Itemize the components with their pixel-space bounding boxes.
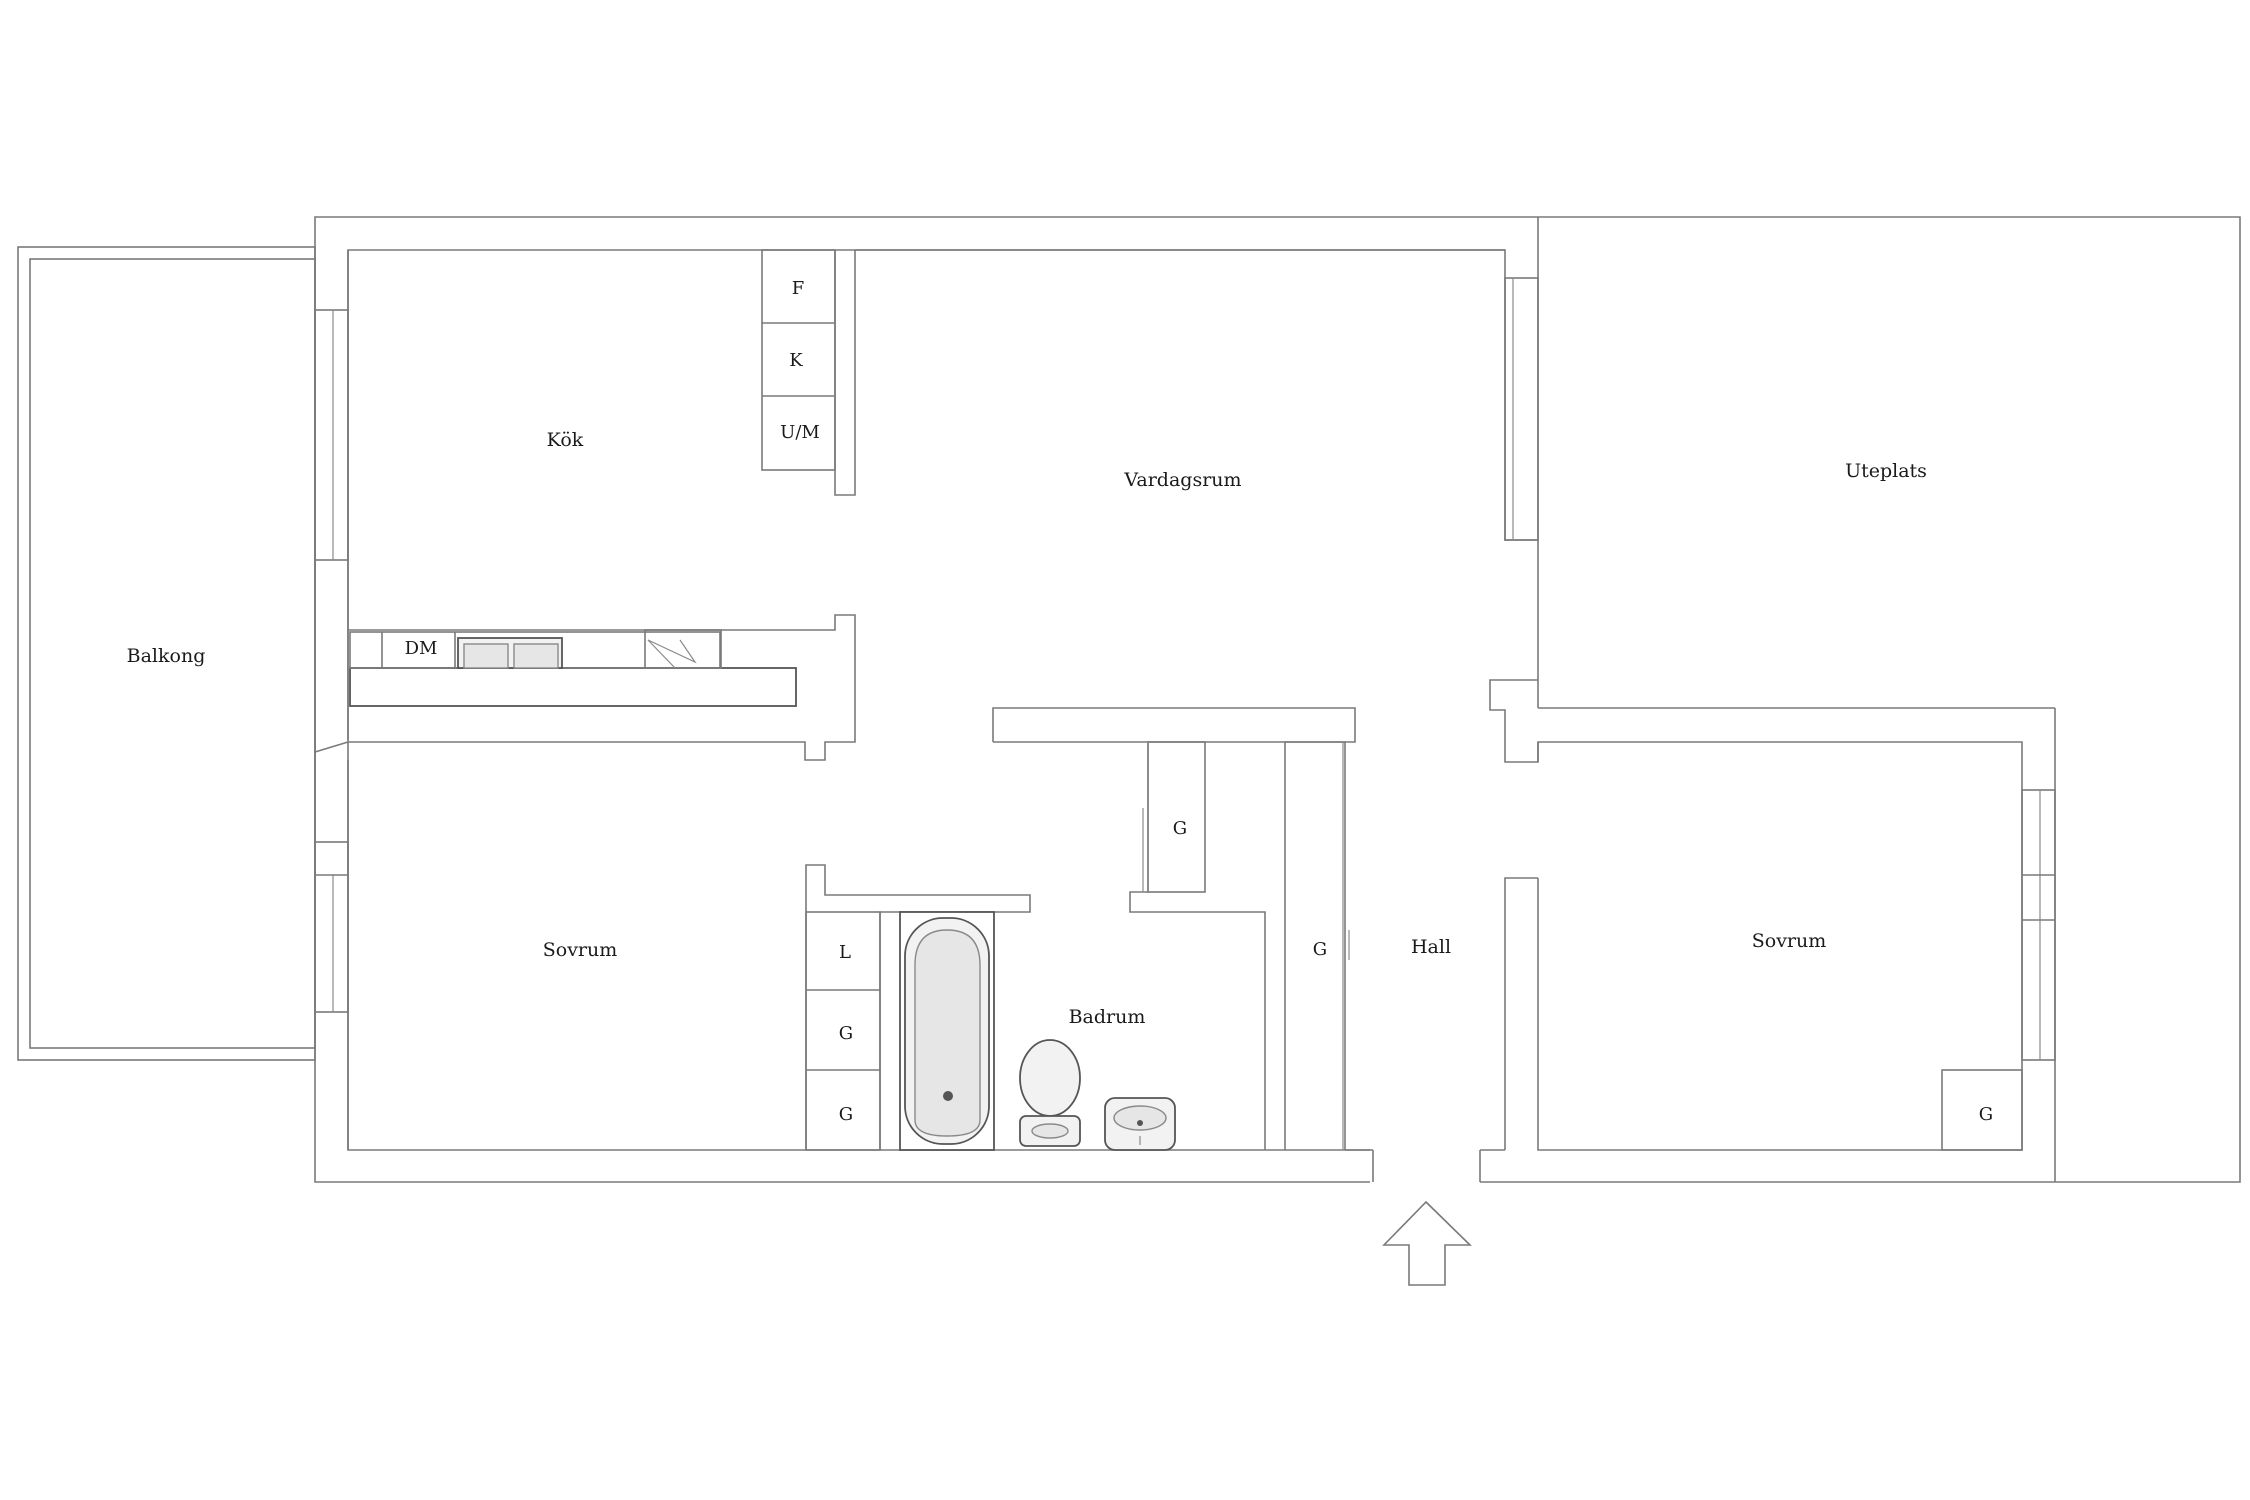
patio-walls xyxy=(1537,217,2056,1182)
room-label-sovrum-left: Sovrum xyxy=(543,939,618,961)
room-label-balkong: Balkong xyxy=(127,645,206,667)
room-label-badrum: Badrum xyxy=(1069,1006,1146,1028)
oven-micro-label: U/M xyxy=(780,422,820,443)
hall-wardrobe-label: G xyxy=(1313,939,1327,960)
hall-walls xyxy=(1284,679,1539,1182)
wardrobe-label: G xyxy=(839,1104,853,1125)
stove-icon xyxy=(644,629,722,669)
room-label-vardagsrum: Vardagsrum xyxy=(1123,469,1241,491)
bath-wardrobe-label: G xyxy=(1173,818,1187,839)
dishwasher-label: DM xyxy=(405,638,438,659)
entrance-arrow-icon xyxy=(1382,1200,1472,1286)
kitchen-counter xyxy=(349,629,797,707)
right-wardrobe-label: G xyxy=(1979,1104,1993,1125)
freezer-label: K xyxy=(789,350,803,371)
bathroom-sink-icon xyxy=(1104,1097,1176,1151)
wardrobe-label: G xyxy=(839,1023,853,1044)
right-bedroom-wardrobe xyxy=(1941,1069,2023,1151)
right-bedroom-walls xyxy=(1537,741,2056,1151)
room-label-sovrum-right: Sovrum xyxy=(1752,930,1827,952)
room-label-hall: Hall xyxy=(1411,936,1451,958)
linen-closet-label: L xyxy=(839,942,851,963)
bathtub-icon xyxy=(899,911,995,1151)
kitchen-tall-units xyxy=(761,249,836,471)
fridge-label: F xyxy=(792,278,805,299)
room-label-kok: Kök xyxy=(547,429,584,451)
toilet-icon xyxy=(1019,1039,1081,1147)
left-bedroom-closets xyxy=(805,911,881,1151)
kitchen-walls xyxy=(314,249,1539,761)
room-label-uteplats: Uteplats xyxy=(1845,460,1927,482)
bathroom-walls xyxy=(992,707,1356,1150)
left-bedroom-walls xyxy=(314,760,1031,1150)
